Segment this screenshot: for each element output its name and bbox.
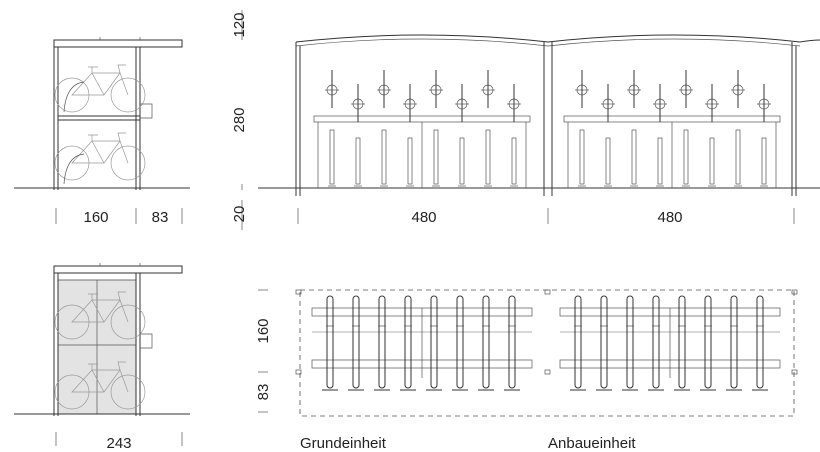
lower-bike-wheel [407,137,413,185]
plan-bike [730,295,738,389]
plan-bike [352,295,360,389]
side-view-open [14,37,190,190]
plan-bike [404,295,412,389]
lower-bike-wheel [735,129,741,185]
plan-bike [326,295,334,389]
side-dimensions: 160 83 [55,208,183,226]
dim-rack-height: 280 [231,107,248,132]
plan-bike [456,295,464,389]
enclosed-dimensions: 243 [55,432,183,452]
dim-side-width: 160 [83,209,108,226]
bicycle-outline [54,132,146,181]
dim-unit-length-right: 480 [657,209,682,226]
plan-bike [508,295,516,389]
lower-bike-wheel [355,137,361,185]
lower-bike-wheel [579,129,585,185]
upper-deck [313,115,531,123]
dim-side-overhang: 83 [152,209,169,226]
loading-ramp [63,153,85,185]
lower-bike-wheel [657,137,663,185]
dim-plan-depth: 160 [255,318,272,343]
dim-unit-length-left: 480 [411,209,436,226]
lower-bike-wheel [511,137,517,185]
plan-bike [482,295,490,389]
plan-bike [678,295,686,389]
caption-extension-unit: Anbaueinheit [548,435,636,452]
side-view-enclosed [14,263,190,416]
rack-unit [313,70,531,188]
bicycle-outline [54,64,146,113]
rail-guide [140,103,153,119]
lower-bike-wheel [329,129,335,185]
lower-bike-wheel [605,137,611,185]
plan-dimensions: 160 83 [255,289,272,413]
plan-bike [378,295,386,389]
rack-unit [563,70,781,188]
lower-bike-wheel [485,129,491,185]
plan-bike [430,295,438,389]
plan-bike [626,295,634,389]
dim-roof-height: 120 [231,12,248,37]
front-elevation [258,34,820,196]
lower-bike-wheel [631,129,637,185]
bicycle-outline [54,291,146,340]
upper-deck [563,115,781,123]
plan-bike [652,295,660,389]
dim-plan-overhang: 83 [255,384,272,401]
lower-bike-wheel [433,129,439,185]
lower-bike-wheel [381,129,387,185]
loading-ramp [63,81,85,113]
plan-bike [600,295,608,389]
front-dimensions: 480 480 [297,208,795,226]
dim-ground-height: 20 [231,206,248,223]
lower-bike-wheel [761,137,767,185]
vertical-dimensions: 120 280 20 [231,10,248,230]
bicycle-outline [54,361,146,410]
plan-bike [756,295,764,389]
plan-bike [704,295,712,389]
plan-rack-unit [311,295,533,391]
plan-bike [574,295,582,389]
caption-base-unit: Grundeinheit [300,435,387,452]
lower-bike-wheel [709,137,715,185]
dim-enclosed-width: 243 [106,435,131,452]
rail-guide [140,333,153,349]
plan-view [295,289,798,417]
lower-bike-wheel [459,137,465,185]
lower-bike-wheel [683,129,689,185]
plan-rack-unit [559,295,781,391]
